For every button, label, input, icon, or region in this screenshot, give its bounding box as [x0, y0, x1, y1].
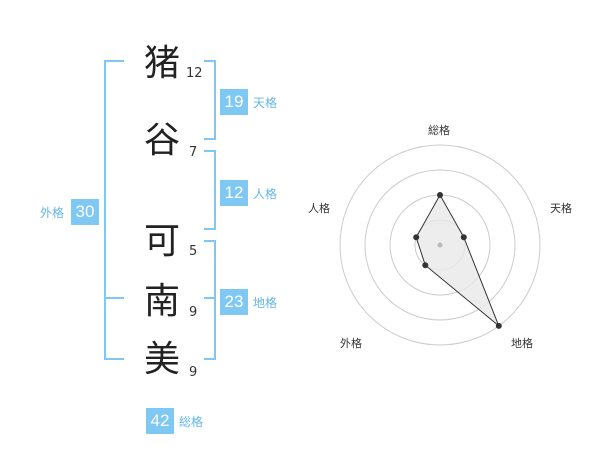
gaikaku-bracket-tick [104, 297, 124, 299]
radar-point [437, 192, 443, 198]
jinkaku-value: 12 [220, 180, 248, 206]
radar-point [495, 322, 502, 329]
radar-axis-jinkaku: 人格 [308, 201, 330, 215]
radar-axis-tenkaku: 天格 [550, 201, 572, 215]
radar-axis-gaikaku: 外格 [340, 336, 362, 350]
chikaku-bracket-tick [204, 297, 216, 299]
chikaku-value: 23 [220, 289, 248, 315]
tenkaku-value: 19 [220, 89, 248, 115]
stroke-count-4: 9 [189, 305, 198, 320]
radar-ring [339, 144, 541, 346]
radar-axis-soukaku: 総格 [428, 123, 450, 137]
radar-points [413, 192, 502, 329]
radar-axis-chikaku: 地格 [511, 336, 533, 350]
tenkaku-label: 天格 [253, 96, 278, 110]
radar-center-dot [437, 242, 443, 248]
radar-point [422, 262, 429, 269]
soukaku-value: 42 [146, 408, 174, 434]
name-char-2: 谷 [143, 120, 180, 161]
name-char-4: 南 [143, 281, 180, 322]
name-char-1: 猪 [143, 43, 180, 84]
radar-point [460, 234, 467, 241]
stroke-count-3: 5 [189, 244, 198, 259]
name-char-5: 美 [143, 339, 180, 380]
stroke-count-2: 7 [189, 145, 198, 160]
stroke-count-1: 12 [186, 66, 203, 81]
gaikaku-label: 外格 [40, 206, 65, 220]
chikaku-bracket [204, 240, 216, 360]
chikaku-label: 地格 [253, 296, 278, 310]
jinkaku-bracket [204, 150, 216, 230]
name-char-3: 可 [143, 221, 180, 262]
radar-ring [364, 169, 516, 321]
radar-point [413, 234, 420, 241]
gaikaku-value: 30 [71, 199, 99, 225]
radar-polygon [415, 193, 500, 327]
stroke-count-5: 9 [189, 365, 198, 380]
soukaku-label: 総格 [179, 415, 204, 429]
tenkaku-bracket [204, 60, 216, 140]
jinkaku-label: 人格 [253, 187, 278, 201]
gaikaku-bracket [104, 60, 124, 360]
